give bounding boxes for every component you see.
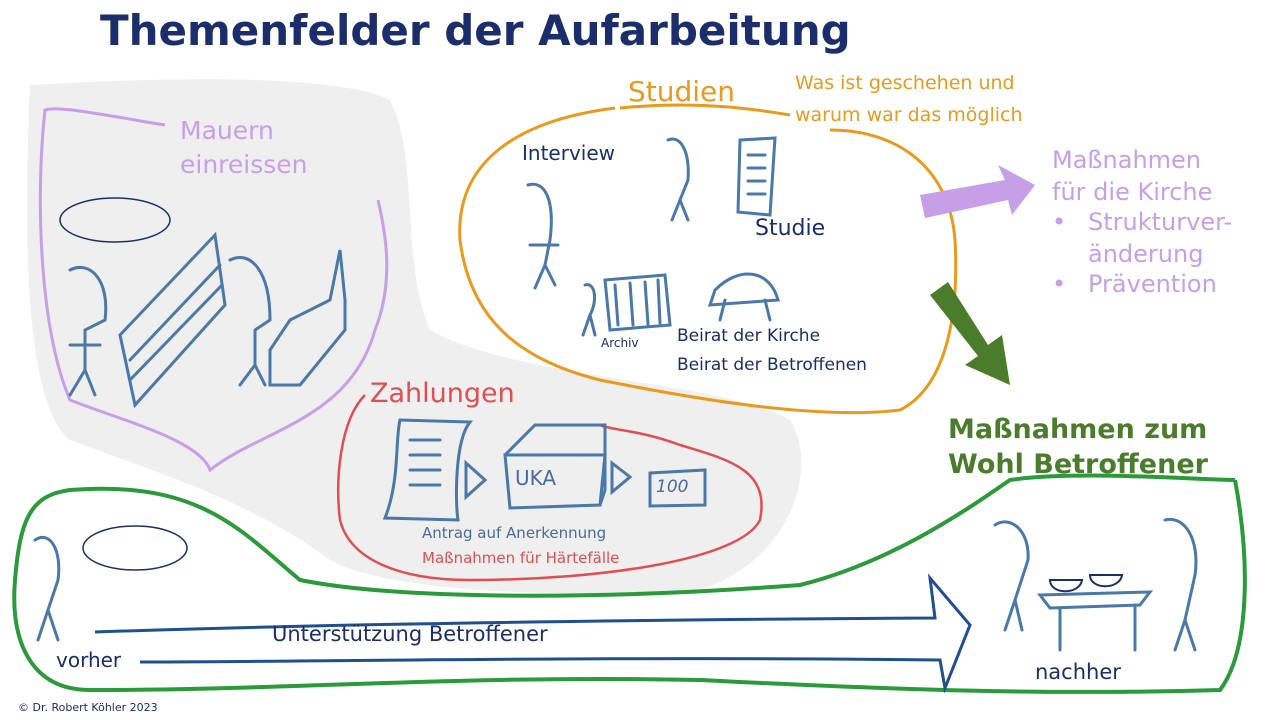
- zahlungen-outline: [337, 394, 763, 582]
- play-arrow-icon: [464, 459, 488, 501]
- studien-heading: Studien: [628, 75, 736, 108]
- wohl-outline: [12, 473, 1247, 694]
- person-icon: [33, 536, 61, 642]
- haertefaelle-label: Maßnahmen für Härtefälle: [422, 549, 620, 567]
- arrow-to-kirche-icon: [920, 165, 1035, 218]
- person-icon: [666, 137, 690, 222]
- antrag-document-icon: [382, 418, 474, 522]
- archive-icon: [603, 273, 672, 332]
- coffee-table-icon: [1037, 590, 1154, 652]
- document-icon: [736, 136, 777, 217]
- kirche-bullet: änderung: [1088, 240, 1204, 268]
- coffee-cup-icon: [1048, 579, 1084, 593]
- copyright: © Dr. Robert Köhler 2023: [18, 701, 158, 714]
- play-arrow-icon: [610, 459, 633, 496]
- beirat-kirche-label: Beirat der Kirche: [677, 326, 821, 346]
- person-icon: [68, 266, 108, 397]
- studie-label: Studie: [755, 216, 826, 241]
- coffee-cup-icon: [1088, 574, 1124, 588]
- mauern-outline: [38, 107, 389, 473]
- person-icon: [228, 256, 272, 387]
- page-title: Themenfelder der Aufarbeitung: [100, 6, 851, 55]
- gray-background-blob: [26, 79, 802, 594]
- table-icon: [707, 272, 780, 322]
- unterstuetzung-label: Unterstützung Betroffener: [272, 622, 548, 646]
- vorher-label: vorher: [56, 648, 122, 672]
- mauern-label: Mauern: [180, 116, 274, 145]
- person-icon: [993, 520, 1030, 632]
- antrag-label: Antrag auf Anerkennung: [422, 524, 607, 542]
- person-icon: [581, 283, 597, 337]
- beirat-betroffene-label: Beirat der Betroffenen: [677, 355, 867, 375]
- wall-icon: [118, 231, 227, 409]
- uka-box-icon: [503, 423, 607, 510]
- thought-bubble-icon: [59, 197, 188, 571]
- person-icon: [526, 182, 560, 290]
- bullet-icon: •: [1052, 270, 1067, 298]
- church-icon: [268, 249, 347, 387]
- mauern-label: einreissen: [180, 150, 308, 179]
- kirche-bullet: Prävention: [1088, 270, 1217, 298]
- person-icon: [1163, 517, 1198, 652]
- money-note-icon: [648, 468, 707, 508]
- studien-outline: [458, 103, 958, 415]
- money-label: 100: [656, 477, 689, 497]
- arrow-to-wohl-icon: [930, 282, 1010, 385]
- uka-label: UKA: [515, 466, 557, 490]
- archiv-label: Archiv: [601, 336, 639, 350]
- kirche-label: Maßnahmen: [1052, 146, 1202, 174]
- bullet-icon: •: [1052, 208, 1067, 236]
- support-arrow-icon: [94, 573, 972, 694]
- studien-question: Was ist geschehen und: [795, 72, 1015, 94]
- wohl-label: Maßnahmen zum: [948, 414, 1208, 445]
- kirche-label: für die Kirche: [1052, 178, 1213, 206]
- zahlungen-heading: Zahlungen: [370, 378, 515, 409]
- wohl-label: Wohl Betroffener: [948, 449, 1208, 480]
- nachher-label: nachher: [1035, 660, 1121, 684]
- kirche-bullet: Strukturver-: [1088, 208, 1233, 236]
- studien-question: warum war das möglich: [795, 104, 1023, 126]
- interview-label: Interview: [522, 141, 615, 165]
